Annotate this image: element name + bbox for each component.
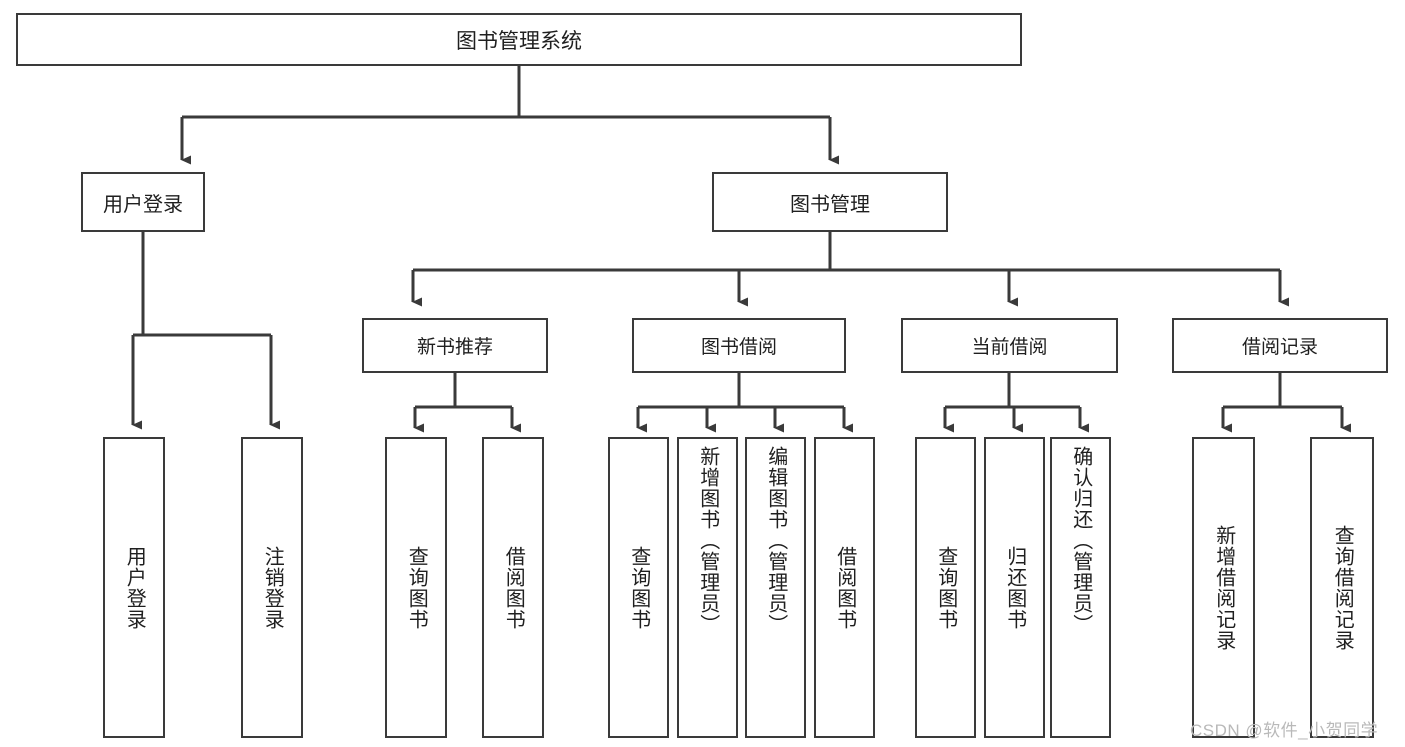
- leaf-label: 查询图书: [405, 545, 428, 630]
- leaf-label: 用户登录: [123, 545, 146, 630]
- leaf-label: 新增图书（管理员）: [696, 446, 719, 635]
- node-book-borrow[interactable]: 图书借阅: [632, 318, 846, 373]
- watermark: CSDN @软件_小贺同学: [1190, 721, 1379, 740]
- node-root-system[interactable]: 图书管理系统: [16, 13, 1022, 66]
- leaf-user-login[interactable]: 用户登录: [103, 437, 165, 738]
- leaf-return-book[interactable]: 归还图书: [984, 437, 1045, 738]
- leaf-query-book-recommend[interactable]: 查询图书: [385, 437, 447, 738]
- leaf-label: 查询借阅记录: [1331, 524, 1354, 651]
- node-label: 用户登录: [103, 193, 183, 216]
- node-label: 图书管理: [790, 193, 870, 216]
- node-label: 借阅记录: [1241, 337, 1318, 358]
- leaf-label: 确认归还（管理员）: [1069, 446, 1092, 635]
- node-label: 图书管理系统: [456, 29, 582, 53]
- leaf-query-borrow-record[interactable]: 查询借阅记录: [1310, 437, 1374, 738]
- leaf-label: 新增借阅记录: [1212, 524, 1235, 651]
- leaf-label: 查询图书: [627, 545, 650, 630]
- leaf-borrow-book[interactable]: 借阅图书: [814, 437, 875, 738]
- node-borrow-record[interactable]: 借阅记录: [1172, 318, 1388, 373]
- leaf-query-book-borrow[interactable]: 查询图书: [608, 437, 669, 738]
- leaf-confirm-return-admin[interactable]: 确认归还（管理员）: [1050, 437, 1111, 738]
- leaf-add-book-admin[interactable]: 新增图书（管理员）: [677, 437, 738, 738]
- leaf-query-book-current[interactable]: 查询图书: [915, 437, 976, 738]
- leaf-add-borrow-record[interactable]: 新增借阅记录: [1192, 437, 1255, 738]
- node-new-book-recommend[interactable]: 新书推荐: [362, 318, 548, 373]
- leaf-borrow-book-recommend[interactable]: 借阅图书: [482, 437, 544, 738]
- node-label: 新书推荐: [416, 337, 493, 358]
- leaf-label: 查询图书: [934, 545, 957, 630]
- leaf-label: 编辑图书（管理员）: [764, 446, 787, 635]
- node-user-login[interactable]: 用户登录: [81, 172, 205, 232]
- leaf-label: 借阅图书: [833, 545, 856, 630]
- node-book-management[interactable]: 图书管理: [712, 172, 948, 232]
- node-current-borrow[interactable]: 当前借阅: [901, 318, 1118, 373]
- leaf-logout[interactable]: 注销登录: [241, 437, 303, 738]
- leaf-label: 归还图书: [1003, 545, 1026, 630]
- leaf-label: 注销登录: [261, 545, 284, 630]
- node-label: 图书借阅: [700, 337, 777, 358]
- leaf-label: 借阅图书: [502, 545, 525, 630]
- node-label: 当前借阅: [971, 337, 1048, 358]
- leaf-edit-book-admin[interactable]: 编辑图书（管理员）: [745, 437, 806, 738]
